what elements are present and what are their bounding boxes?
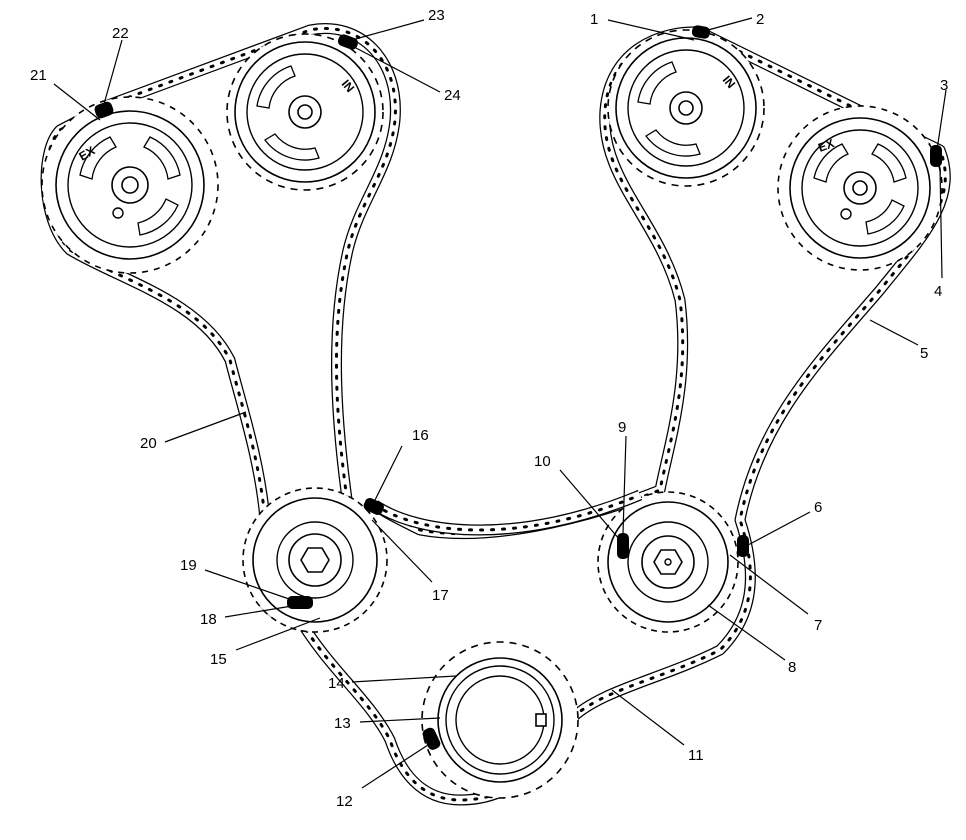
timing-link-19	[287, 596, 313, 609]
callout-11: 11	[688, 747, 704, 764]
callout-2: 2	[756, 11, 764, 28]
ex-timing-mark-right: EX	[816, 136, 836, 155]
callout-10: 10	[534, 453, 551, 470]
callout-5: 5	[920, 345, 928, 362]
callout-4: 4	[934, 283, 942, 300]
callout-3: 3	[940, 77, 948, 94]
callout-19: 19	[180, 557, 197, 574]
callout-17: 17	[432, 587, 449, 604]
callout-12: 12	[336, 793, 353, 810]
callout-8: 8	[788, 659, 796, 676]
crankshaft-sprocket	[421, 641, 579, 799]
timing-link-23	[337, 34, 359, 50]
callout-22: 22	[112, 25, 129, 42]
callout-24: 24	[444, 87, 461, 104]
right-intake-cam-sprocket: IN	[607, 29, 765, 187]
timing-link-9	[617, 533, 629, 559]
callout-7: 7	[814, 617, 822, 634]
left-exhaust-cam-sprocket: EX	[41, 96, 219, 274]
right-idler-sprocket	[597, 491, 739, 633]
callout-15: 15	[210, 651, 227, 668]
callout-13: 13	[334, 715, 351, 732]
left-idler-sprocket	[242, 487, 388, 633]
callout-21: 21	[30, 67, 47, 84]
callout-23: 23	[428, 7, 445, 24]
callout-1: 1	[590, 11, 598, 28]
callout-6: 6	[814, 499, 822, 516]
right-exhaust-cam-sprocket: EX	[777, 105, 943, 271]
timing-link-16	[363, 497, 384, 515]
leader-lines	[53, 17, 947, 789]
timing-link-2	[691, 25, 711, 39]
timing-link-6	[737, 535, 749, 557]
timing-chain-crossover	[375, 495, 640, 530]
timing-link-22	[94, 101, 114, 119]
left-intake-cam-sprocket: IN	[226, 33, 384, 191]
callout-18: 18	[200, 611, 217, 628]
callout-14: 14	[328, 675, 345, 692]
ex-timing-mark-left: EX	[77, 143, 98, 163]
timing-link-3	[930, 145, 942, 167]
callout-16: 16	[412, 427, 429, 444]
callout-9: 9	[618, 419, 626, 436]
timing-link-12	[422, 727, 441, 750]
callout-labels: 1 2 3 4 5 6 7 8 9 10 11 12 13 14 15 16 1…	[30, 7, 948, 810]
callout-20: 20	[140, 435, 157, 452]
